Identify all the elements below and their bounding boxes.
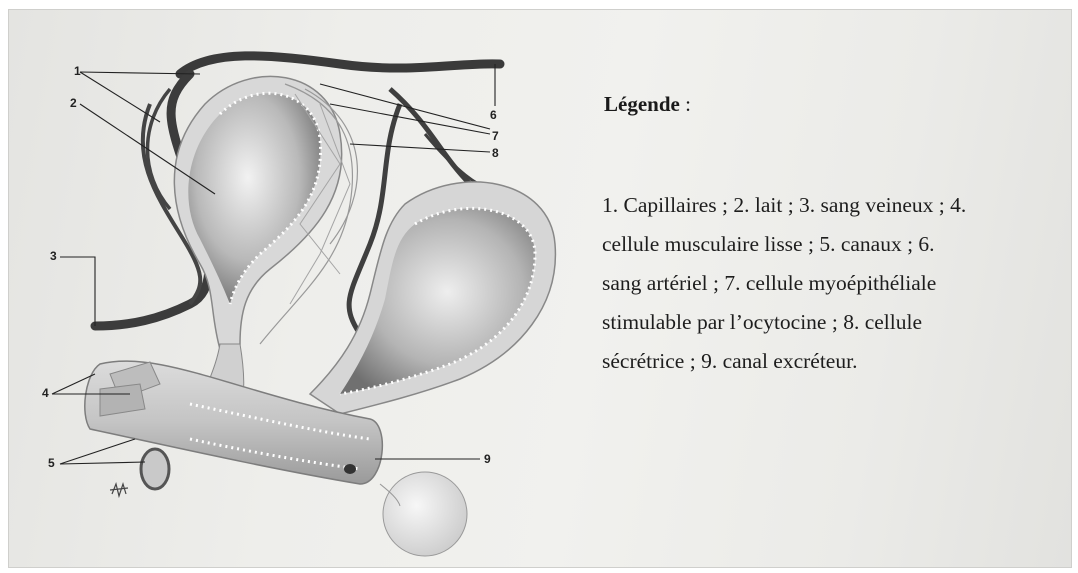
canal-section [141,449,169,489]
label-2: 2 [70,96,77,110]
label-1: 1 [74,64,81,78]
legend-line: 1. Capillaires ; 2. lait ; 3. sang veine… [602,186,1042,225]
artery-vessel [180,56,500,74]
legend-line: cellule musculaire lisse ; 5. canaux ; 6… [602,225,1042,264]
legend-title-text: Légende [604,92,680,116]
label-4: 4 [42,386,49,400]
label-5: 5 [48,456,55,470]
mammary-alveolus-diagram: 1 2 3 4 5 6 7 8 9 [40,44,580,559]
label-3: 3 [50,249,57,263]
legend-line: sécrétrice ; 9. canal excréteur. [602,342,1042,381]
label-6: 6 [490,108,497,122]
label-7: 7 [492,129,499,143]
legend-line: stimulable par l’ocytocine ; 8. cellule [602,303,1042,342]
label-8: 8 [492,146,499,160]
legend-line: sang artériel ; 7. cellule myoépithélial… [602,264,1042,303]
legend-title-colon: : [680,92,691,116]
duct-bulb [383,472,467,556]
legend-body: 1. Capillaires ; 2. lait ; 3. sang veine… [602,186,1042,381]
legend-title: Légende : [604,92,691,117]
label-9: 9 [484,452,491,466]
